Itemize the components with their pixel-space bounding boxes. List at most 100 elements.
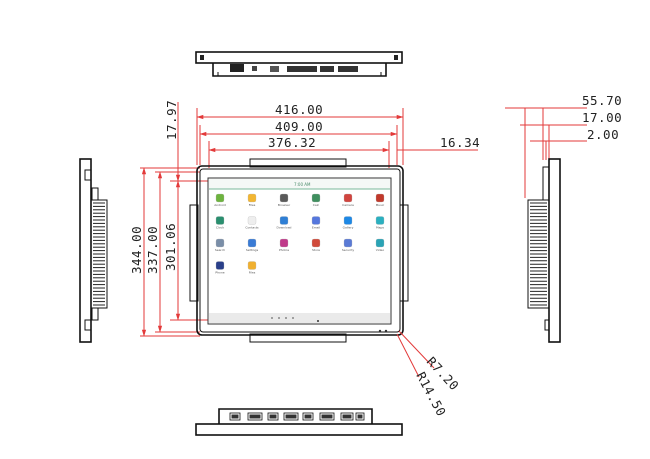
app-label: Phone <box>215 271 224 275</box>
left-side-view <box>79 158 108 343</box>
app-label: Music <box>376 203 385 207</box>
camera-dot <box>317 320 319 322</box>
search-icon[interactable]: Search <box>215 238 225 252</box>
bottom-io-ports <box>229 412 365 421</box>
dim-bezel-thickness: 2.00 <box>587 127 619 142</box>
bottom-view-body <box>218 408 373 424</box>
android-app-icon[interactable]: Android <box>214 193 226 207</box>
power-switch <box>252 66 257 71</box>
maps-icon[interactable]: Maps <box>375 216 384 230</box>
app-label: Email <box>312 226 320 230</box>
front-view: 416.00 409.00 376.32 16.34 17.97 344.00 … <box>129 100 480 419</box>
clock-icon[interactable]: Clock <box>215 216 225 230</box>
app-label: Calc <box>313 203 320 207</box>
app-label: Store <box>312 248 320 252</box>
dim-top-offset: 17.97 <box>164 100 179 140</box>
video-icon-shape <box>375 238 385 248</box>
app-label: Settings <box>246 248 259 252</box>
nav-back-icon[interactable] <box>271 317 273 319</box>
folder-icon-shape <box>247 261 257 270</box>
io-port <box>267 412 279 421</box>
gallery-icon-shape <box>343 216 353 225</box>
contacts-icon[interactable]: Contacts <box>245 216 259 230</box>
email-icon[interactable]: Email <box>311 216 321 230</box>
bottom-mount-bracket <box>249 333 347 343</box>
dim-screen-height: 301.06 <box>163 223 178 271</box>
indicator-led <box>378 329 382 333</box>
nav-volume-icon[interactable] <box>292 317 294 319</box>
camera-icon-shape <box>343 193 353 203</box>
top-mount-bracket <box>249 158 347 168</box>
contacts-icon-shape <box>247 216 257 225</box>
top-view <box>195 51 403 77</box>
store-icon-shape <box>311 238 321 248</box>
dim-overall-width: 416.00 <box>275 102 323 117</box>
app-label: Search <box>215 248 225 252</box>
app-label: Files <box>249 271 256 275</box>
heat-sink-fins <box>530 202 547 306</box>
bottom-view-frame <box>195 423 403 436</box>
left-side-frame <box>79 158 92 343</box>
camera-icon[interactable]: Camera <box>342 193 354 207</box>
phone-icon-shape <box>215 261 225 270</box>
app-label: Contacts <box>245 226 259 230</box>
dim-total-depth: 55.70 <box>582 93 622 108</box>
clock-icon-shape <box>215 216 225 225</box>
downloads-icon-shape <box>279 216 289 225</box>
store-icon[interactable]: Store <box>311 238 321 252</box>
io-port <box>283 412 299 421</box>
gallery-photos-icon[interactable]: Photos <box>279 238 290 252</box>
gallery-photos-icon-shape <box>279 238 289 248</box>
security-icon[interactable]: Security <box>342 238 355 252</box>
navigation-bar <box>209 313 390 323</box>
app-label: Files <box>249 203 256 207</box>
phone-icon[interactable]: Phone <box>215 261 225 275</box>
io-port <box>287 66 317 72</box>
email-icon-shape <box>311 216 321 225</box>
monitor-bezel <box>196 165 404 336</box>
video-icon[interactable]: Video <box>375 238 385 252</box>
dim-frame-depth: 17.00 <box>582 110 622 125</box>
settings-icon[interactable]: Settings <box>246 238 259 252</box>
bottom-view <box>195 408 403 436</box>
search-icon-shape <box>215 238 225 248</box>
dim-bezel-height: 337.00 <box>145 226 160 274</box>
top-view-body <box>212 63 387 77</box>
io-port <box>320 66 334 72</box>
music-icon-shape <box>375 193 385 203</box>
nav-home-icon[interactable] <box>278 317 280 319</box>
settings-icon-shape <box>247 238 257 248</box>
io-port <box>355 412 365 421</box>
right-mount-bracket <box>399 204 409 302</box>
folder-icon[interactable]: Files <box>247 261 257 275</box>
dim-bezel-offset: 16.34 <box>440 135 480 150</box>
app-label: Maps <box>376 226 384 230</box>
app-label: Video <box>376 248 385 252</box>
app-label: Photos <box>279 248 290 252</box>
downloads-icon[interactable]: Download <box>277 216 292 230</box>
music-icon[interactable]: Music <box>375 193 385 207</box>
nav-recent-icon[interactable] <box>285 317 287 319</box>
heat-sink-fins <box>93 202 105 306</box>
indicator-led <box>384 329 388 333</box>
dim-bezel-width: 409.00 <box>275 119 323 134</box>
file-manager-icon[interactable]: Files <box>247 193 257 207</box>
gallery-icon[interactable]: Gallery <box>343 216 354 230</box>
app-label: Browser <box>278 203 291 207</box>
browser-icon[interactable]: Browser <box>278 193 291 207</box>
app-label: Camera <box>342 203 354 207</box>
app-label: Gallery <box>343 226 354 230</box>
status-bar <box>209 179 390 189</box>
app-label: Download <box>277 226 292 230</box>
calculator-icon[interactable]: Calc <box>311 193 321 207</box>
left-mount-bracket <box>189 204 199 302</box>
io-port <box>338 66 358 72</box>
io-port <box>247 412 263 421</box>
io-port <box>229 412 241 421</box>
dim-overall-height: 344.00 <box>129 226 144 274</box>
file-manager-icon-shape <box>247 193 257 203</box>
usb-port <box>270 66 279 72</box>
